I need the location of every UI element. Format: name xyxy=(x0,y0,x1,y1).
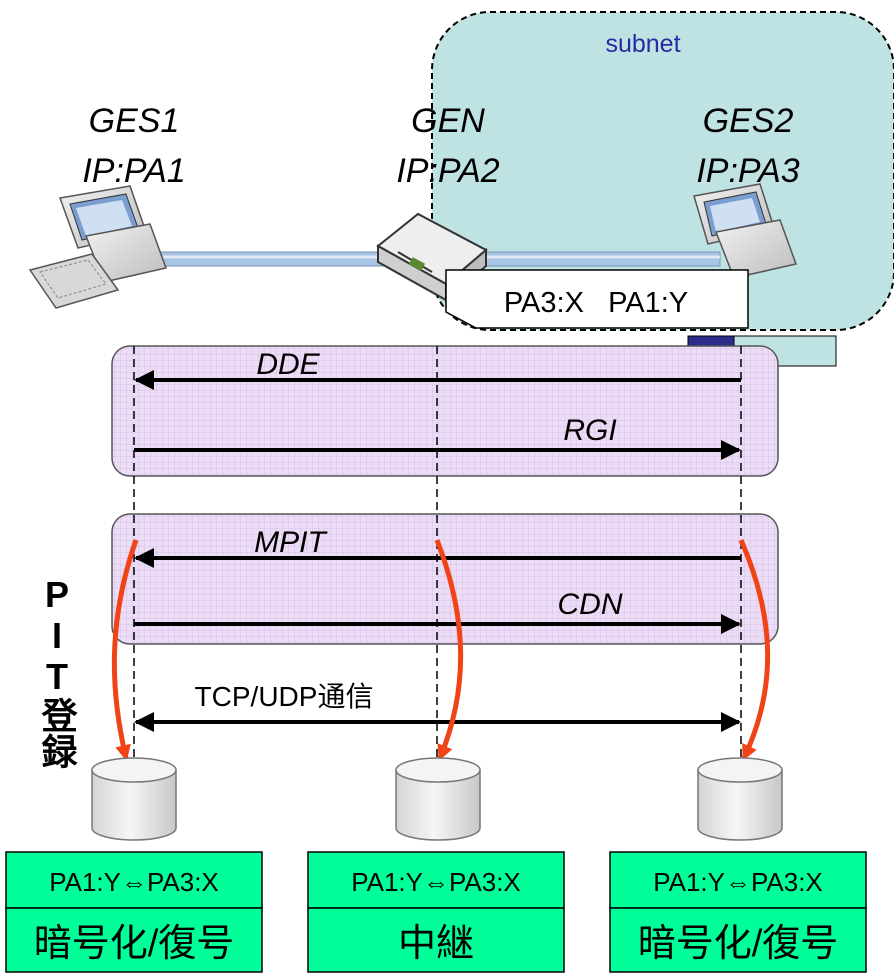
node-gen-ip: IP:PA2 xyxy=(396,152,499,190)
table-ges1: PA1:Y⇔PA3:X 暗号化/復号 xyxy=(6,852,262,972)
table-ges1-role: 暗号化/復号 xyxy=(34,923,235,965)
node-ges1-ip: IP:PA1 xyxy=(82,152,185,190)
table-gen-role: 中継 xyxy=(398,923,474,965)
label-cdn: CDN xyxy=(558,588,623,621)
phase-box-discovery xyxy=(112,346,778,476)
table-ges2-role: 暗号化/復号 xyxy=(638,923,839,965)
table-ges2-mapping: PA1:Y⇔PA3:X xyxy=(653,867,823,897)
computer-ges1-icon xyxy=(30,186,166,308)
table-ges1-mapping: PA1:Y⇔PA3:X xyxy=(49,867,219,897)
table-ges2: PA1:Y⇔PA3:X 暗号化/復号 xyxy=(610,852,866,972)
label-tcp-udp: TCP/UDP通信 xyxy=(195,681,374,712)
node-ges2-ip: IP:PA3 xyxy=(696,152,799,190)
node-ges1-name: GES1 xyxy=(89,102,180,140)
table-gen-mapping: PA1:Y⇔PA3:X xyxy=(351,867,521,897)
node-gen-name: GEN xyxy=(411,102,485,140)
label-dde: DDE xyxy=(256,348,320,381)
packet-header-text: PA3:X PA1:Y xyxy=(504,287,688,319)
database-ges1-icon xyxy=(92,758,176,840)
pit-registration-label: PIT登録 xyxy=(37,574,79,769)
label-mpit: MPIT xyxy=(254,526,328,559)
label-rgi: RGI xyxy=(563,414,616,447)
node-ges2-name: GES2 xyxy=(703,102,794,140)
packet-header-callout: PA3:X PA1:Y xyxy=(446,270,748,328)
subnet-label: subnet xyxy=(605,30,680,58)
database-ges2-icon xyxy=(698,758,782,840)
svg-text:PIT登録: PIT登録 xyxy=(37,574,79,769)
table-gen: PA1:Y⇔PA3:X 中継 xyxy=(308,852,564,972)
database-gen-icon xyxy=(396,758,480,840)
